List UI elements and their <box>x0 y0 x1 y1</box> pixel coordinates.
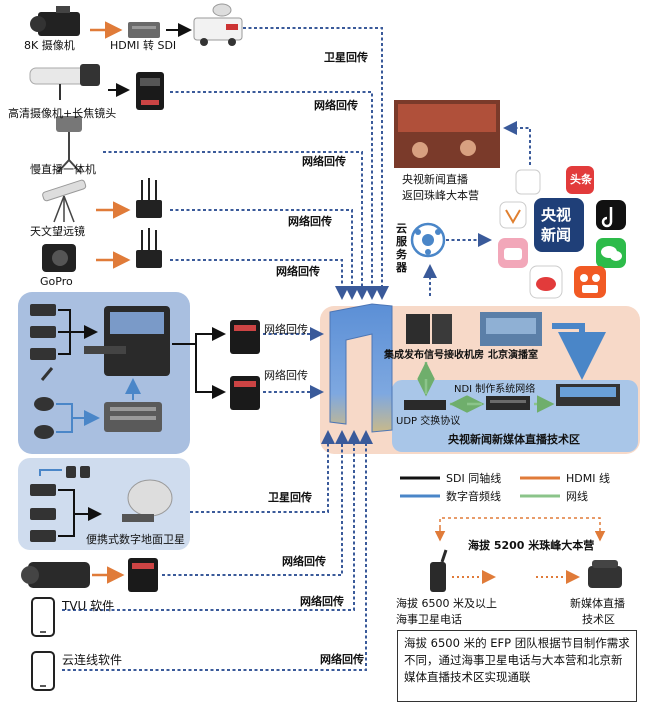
label-base-camp: 海拔 5200 米珠峰大本营 <box>468 539 595 552</box>
telescope-icon <box>42 179 87 223</box>
wechat-app-icon <box>596 238 626 268</box>
label-new-media-1: 新媒体直播 <box>570 597 625 610</box>
gopro-icon <box>42 244 76 272</box>
audio-mixer-icon <box>104 402 162 432</box>
8k-camera-icon <box>30 6 80 36</box>
label-link-net-2: 网络回传 <box>302 155 346 168</box>
label-link-sat-2: 卫星回传 <box>268 491 312 504</box>
label-link-net-6: 网络回传 <box>264 369 308 382</box>
label-udp: UDP 交换协议 <box>396 416 461 427</box>
label-tvu: TVU 软件 <box>62 599 115 613</box>
label-8k-camera: 8K 摄像机 <box>24 39 75 52</box>
label-cloud-app: 云连线软件 <box>62 653 123 667</box>
beijing-studio-icon <box>480 312 542 346</box>
toutiao-app-icon <box>566 166 594 194</box>
label-cctv-news-1: 央视 <box>541 206 572 224</box>
label-cloud-server: 云服务器 <box>396 222 407 274</box>
label-gopro: GoPro <box>40 275 73 288</box>
tvu-encoder-1-icon <box>230 320 260 354</box>
receiver-room-icon <box>406 314 452 344</box>
label-tech-zone: 央视新闻新媒体直播技术区 <box>448 433 580 446</box>
cctv-tower-icon <box>329 303 393 433</box>
label-sat-phone-2: 海事卫星电话 <box>396 613 462 626</box>
label-link-net-5: 网络回传 <box>264 323 308 336</box>
legend-audio: 数字音频线 <box>446 490 501 503</box>
legend-sdi: SDI 同轴线 <box>446 472 502 485</box>
weibo-app-icon <box>529 265 563 299</box>
cctv-news-app-icon <box>534 198 584 252</box>
baidu-app-icon <box>515 169 541 195</box>
label-new-media-2: 技术区 <box>582 613 615 626</box>
label-toutiao: 头条 <box>570 173 592 186</box>
label-portable-sat: 便携式数字地面卫星 <box>86 533 185 546</box>
label-link-net-1: 网络回传 <box>314 99 358 112</box>
tvu-encoder-3-icon <box>128 558 158 592</box>
label-link-net-8: 网络回传 <box>300 595 344 608</box>
encoder-backpack-icon <box>136 72 164 110</box>
label-cctv-live-sub: 返回珠峰大本营 <box>402 189 479 202</box>
label-link-net-3: 网络回传 <box>288 215 332 228</box>
udp-switch-icon <box>404 400 446 410</box>
efp-mics-icon <box>34 367 54 439</box>
camcorder-icon <box>21 562 90 588</box>
phone-tvu-icon <box>31 597 55 637</box>
label-receiver-room: 集成发布信号接收机房 <box>384 350 484 361</box>
slow-live-camera-icon <box>56 116 82 173</box>
label-link-sat-1: 卫星回传 <box>324 51 368 64</box>
hdmi-sdi-converter-icon <box>128 22 160 38</box>
kuaishou-app-icon <box>574 266 606 298</box>
label-telescope: 天文望远镜 <box>30 225 85 238</box>
satellite-dish-icon <box>122 479 173 522</box>
label-cctv-news-2: 新闻 <box>541 226 572 244</box>
wireless-tx-2-icon <box>136 228 162 268</box>
efp-switcher-icon <box>84 306 170 376</box>
telephoto-camera-icon <box>29 64 100 100</box>
label-link-net-7: 网络回传 <box>282 555 326 568</box>
ob-van-icon <box>193 3 243 46</box>
tvu-encoder-2-icon <box>230 376 260 410</box>
wireless-tx-icon <box>136 178 162 218</box>
douyin-app-icon <box>596 200 626 230</box>
portable-cameras-icon <box>30 484 56 542</box>
phone-cloud-icon <box>31 651 55 691</box>
label-ndi: NDI 制作系统网络 <box>454 384 536 395</box>
efp-note: 海拔 6500 米的 EFP 团队根据节目制作需求不同，通过海事卫星电话与大本营… <box>397 630 637 702</box>
satellite-phone-icon <box>430 549 448 592</box>
label-slow-live: 慢直播一体机 <box>30 163 96 176</box>
cctv-live-photo <box>394 100 500 168</box>
label-sat-phone-1: 海拔 6500 米及以上 <box>396 597 497 610</box>
ndi-switch-icon <box>486 396 530 410</box>
label-link-net-4: 网络回传 <box>276 265 320 278</box>
bilibili-app-icon <box>498 238 528 268</box>
cloud-server-icon <box>410 222 446 258</box>
legend-network: 网线 <box>566 490 588 503</box>
wireless-mics-icon <box>66 466 90 478</box>
desk-phone-icon <box>588 560 622 588</box>
label-link-net-9: 网络回传 <box>320 653 364 666</box>
label-cctv-live: 央视新闻直播 <box>402 173 468 186</box>
legend-hdmi: HDMI 线 <box>566 472 610 485</box>
label-beijing-studio: 北京演播室 <box>488 350 538 361</box>
weibo-alt-app-icon <box>499 201 527 229</box>
production-console-icon <box>556 384 620 406</box>
label-hdmi-sdi: HDMI 转 SDI <box>110 39 177 52</box>
label-hd-camera: 高清摄像机+长焦镜头 <box>8 107 117 120</box>
efp-cameras-icon <box>30 304 56 360</box>
